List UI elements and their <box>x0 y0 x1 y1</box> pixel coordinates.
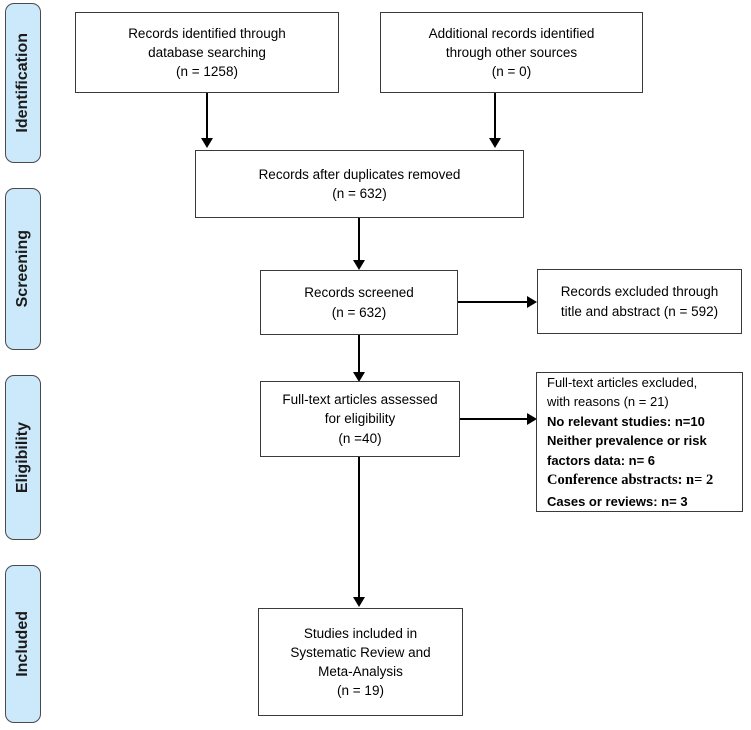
box-fulltext-excluded: Full-text articles excluded, with reason… <box>536 372 743 512</box>
arrowhead-fulltext-to-included <box>353 597 365 607</box>
box-records-excluded-line-2: title and abstract (n = 592) <box>560 303 719 319</box>
stage-screening: Screening <box>5 188 41 350</box>
arrowhead-fulltext-to-excluded <box>527 413 537 425</box>
box-additional-records-count: (n = 0) <box>491 64 532 80</box>
stage-identification-label: Identification <box>14 33 31 133</box>
box-duplicates-removed-line-1: Records after duplicates removed <box>258 166 461 182</box>
arrowhead-screened-to-fulltext <box>353 372 365 382</box>
connector-identified-to-duplicates <box>206 93 208 138</box>
box-additional-records-line-2: through other sources <box>445 44 578 60</box>
box-fulltext-excluded-reason-no-relevant-studies: No relevant studies: n=10 <box>547 413 705 429</box>
box-records-excluded-line-1: Records excluded through <box>560 284 719 300</box>
arrowhead-additional-to-duplicates <box>489 138 501 148</box>
box-studies-included-count: (n = 19) <box>337 683 384 699</box>
connector-additional-to-duplicates <box>494 93 496 138</box>
box-fulltext-excluded-count: with reasons (n = 21) <box>547 394 669 410</box>
arrowhead-identified-to-duplicates <box>201 138 213 148</box>
stage-eligibility-label: Eligibility <box>14 421 31 494</box>
box-records-screened: Records screened (n = 632) <box>260 270 458 335</box>
box-studies-included-line-3: Meta-Analysis <box>318 664 403 679</box>
box-fulltext-assessed-line-1: Full-text articles assessed <box>282 392 438 408</box>
box-additional-records: Additional records identified through ot… <box>380 12 643 93</box>
box-records-screened-line-1: Records screened <box>304 285 414 301</box>
box-records-identified-count: (n = 1258) <box>176 64 238 80</box>
connector-fulltext-to-included <box>358 457 360 597</box>
box-records-identified-line-1: Records identified through <box>128 25 286 41</box>
box-fulltext-excluded-reason-cases-or-reviews: Cases or reviews: n= 3 <box>547 493 688 509</box>
box-fulltext-excluded-reason-conference-abstracts: Conference abstracts: n= 2 <box>547 472 714 489</box>
connector-duplicates-to-screened <box>358 218 360 260</box>
box-records-excluded: Records excluded through title and abstr… <box>537 269 742 334</box>
connector-fulltext-to-excluded <box>460 418 530 420</box>
box-duplicates-removed-count: (n = 632) <box>332 186 387 201</box>
box-duplicates-removed: Records after duplicates removed (n = 63… <box>195 150 524 218</box>
box-additional-records-line-1: Additional records identified <box>428 25 595 41</box>
stage-identification: Identification <box>5 3 41 163</box>
stage-eligibility: Eligibility <box>5 375 41 540</box>
box-fulltext-assessed-line-2: for eligibility <box>324 411 396 427</box>
arrowhead-duplicates-to-screened <box>353 260 365 270</box>
box-records-identified: Records identified through database sear… <box>75 12 339 93</box>
box-studies-included: Studies included in Systematic Review an… <box>258 608 463 716</box>
connector-screened-to-excluded <box>458 301 530 303</box>
box-studies-included-line-1: Studies included in <box>303 625 418 641</box>
stage-included: Included <box>5 565 41 723</box>
box-fulltext-assessed-count: (n =40) <box>338 430 382 446</box>
arrowhead-screened-to-excluded <box>527 296 537 308</box>
box-records-identified-line-2: database searching <box>148 44 266 60</box>
stage-included-label: Included <box>14 611 31 677</box>
box-fulltext-excluded-reason-neither-prevalence-line-1: Neither prevalence or risk <box>547 433 707 449</box>
box-fulltext-excluded-reason-neither-prevalence-line-2: factors data: n= 6 <box>547 452 656 468</box>
box-fulltext-excluded-line-1: Full-text articles excluded, <box>547 374 698 390</box>
connector-screened-to-fulltext <box>358 335 360 372</box>
box-records-screened-count: (n = 632) <box>331 304 387 320</box>
box-studies-included-line-2: Systematic Review and <box>290 644 431 660</box>
stage-screening-label: Screening <box>14 230 31 308</box>
box-fulltext-assessed: Full-text articles assessed for eligibil… <box>260 381 460 457</box>
